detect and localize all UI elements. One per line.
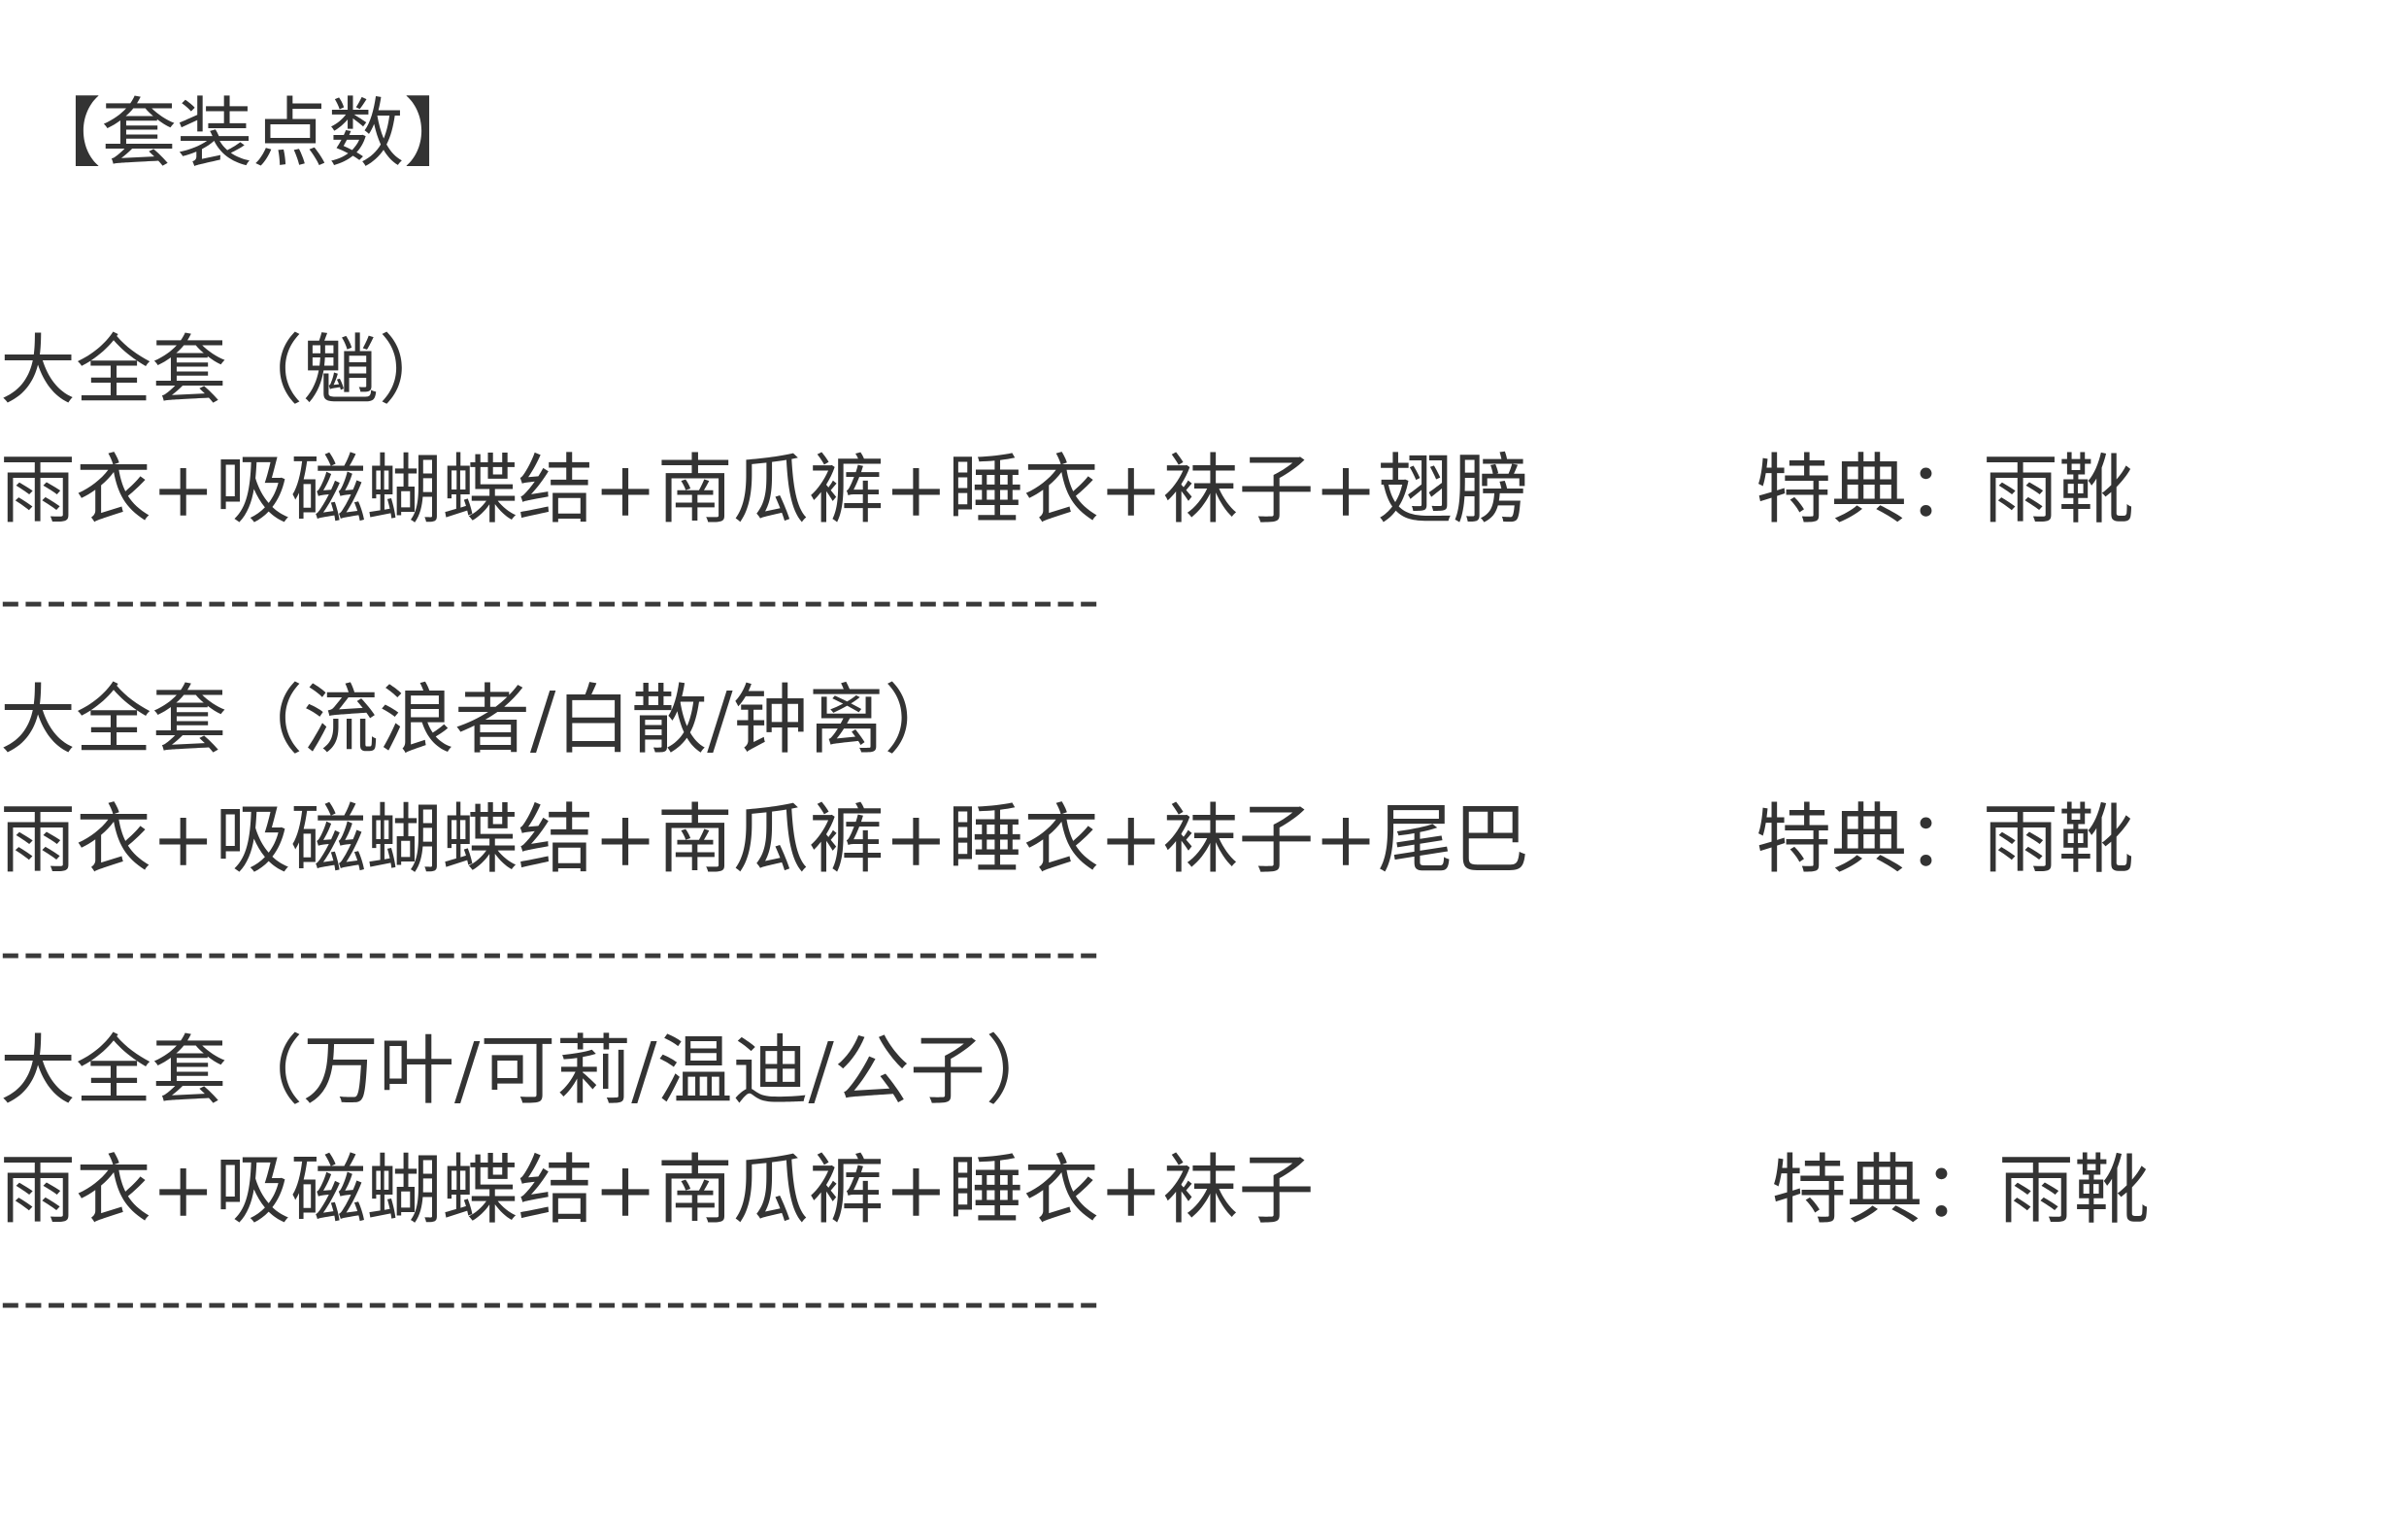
set-items: 雨衣+吸磁蝴蝶结+南瓜裤+睡衣+袜子	[0, 1147, 1315, 1234]
set-items: 雨衣+吸磁蝴蝶结+南瓜裤+睡衣+袜子+翅膀	[0, 447, 1529, 534]
set-title: 大全套（万叶/可莉/温迪/公子）	[0, 1028, 1061, 1115]
set-bonus: 特典：雨靴	[1756, 447, 2135, 534]
section-heading: 【套装点数】	[25, 90, 481, 178]
set-title: 大全套（流浪者/白散/钟离）	[0, 677, 960, 764]
set-title: 大全套（魈）	[0, 327, 455, 415]
divider: ----------------------------------------…	[0, 1266, 1101, 1337]
set-bonus: 特典：雨靴	[1771, 1147, 2151, 1234]
divider: ----------------------------------------…	[0, 564, 1101, 636]
set-bonus: 特典：雨靴	[1756, 796, 2135, 884]
divider: ----------------------------------------…	[0, 916, 1101, 988]
set-items: 雨衣+吸磁蝴蝶结+南瓜裤+睡衣+袜子+尾巴	[0, 796, 1529, 884]
